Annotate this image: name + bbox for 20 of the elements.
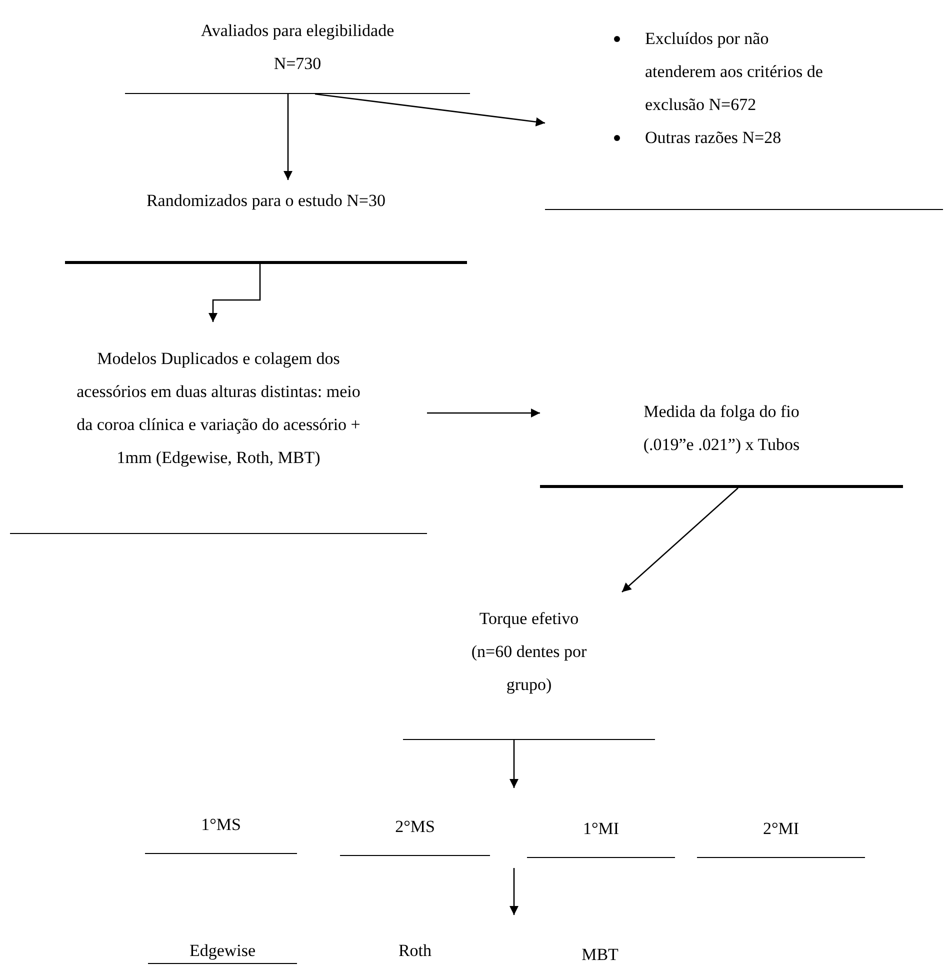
step-text: Avaliados para elegibilidade N=730 (200, 20, 396, 75)
step-text: Medida da folga do fio (.019”e .021”) x Tubos (642, 401, 801, 456)
step-text: 1°MI (582, 818, 620, 840)
step-text: 2°MI (762, 818, 800, 840)
step-text: Roth (397, 940, 433, 962)
bullet-text: Outras razões N=28 (645, 128, 782, 147)
step-text: MBT (580, 944, 620, 966)
step-text: Edgewise (188, 940, 257, 962)
step-text: Torque efetivo (n=60 dentes por grupo) (470, 608, 588, 696)
arrow (509, 740, 519, 788)
arrow (208, 264, 261, 322)
step-text: 1°MS (200, 814, 242, 836)
arrow (622, 488, 738, 592)
step-text: Modelos Duplicados e colagem dos acessórios em duas alturas distintas: meio da coroa clínica e variação do acessório + 1mm (Edgewise, Roth, MBT) (76, 348, 362, 469)
arrow (314, 93, 546, 126)
step-text: Randomizados para o estudo N=30 (145, 190, 387, 212)
arrow (427, 408, 540, 418)
bullet-text: Excluídos por não atenderem aos critérios de exclusão N=672 (645, 29, 823, 114)
step-text: 2°MS (394, 816, 436, 838)
arrow (283, 94, 293, 180)
